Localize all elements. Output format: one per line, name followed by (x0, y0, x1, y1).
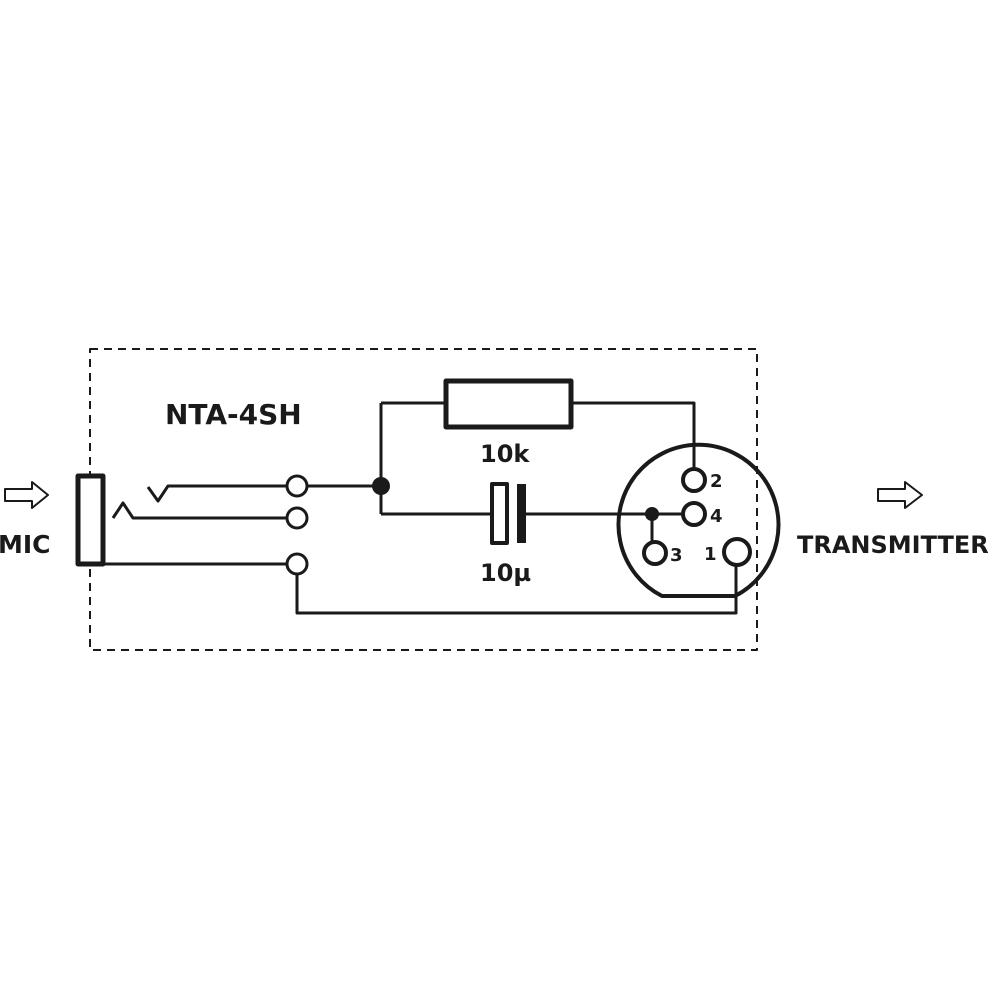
output-arrow-icon (877, 481, 923, 509)
capacitor-label: 10µ (480, 559, 531, 587)
junction-dot (645, 507, 659, 521)
output-label: TRANSMITTER (797, 531, 989, 559)
pin-label: 1 (704, 544, 717, 565)
pin-1 (722, 537, 752, 567)
resistor (443, 378, 574, 430)
tip-contact-wire (146, 484, 286, 503)
device-title: NTA-4SH (165, 398, 302, 431)
pin-4 (681, 501, 707, 527)
mini-xlr-connector (616, 442, 781, 598)
capacitor-plate-negative (517, 484, 526, 543)
terminal-ring (285, 506, 309, 530)
terminal-sleeve (285, 552, 309, 576)
capacitor-plate-positive (490, 482, 509, 545)
terminal-tip (285, 474, 309, 498)
mic-plug (75, 473, 106, 567)
ground-wire (295, 565, 738, 615)
pin-2 (681, 467, 707, 493)
pin-label: 4 (710, 506, 723, 527)
input-label: MIC (0, 530, 51, 559)
pin-label: 2 (710, 471, 723, 492)
pin-3 (642, 540, 668, 566)
adapter-boundary (89, 348, 758, 651)
input-arrow-icon (4, 481, 49, 509)
junction-dot (372, 477, 390, 495)
pin-label: 3 (670, 545, 683, 566)
resistor-wire (381, 401, 696, 469)
ring-contact-wire (111, 501, 286, 520)
resistor-label: 10k (480, 440, 530, 468)
